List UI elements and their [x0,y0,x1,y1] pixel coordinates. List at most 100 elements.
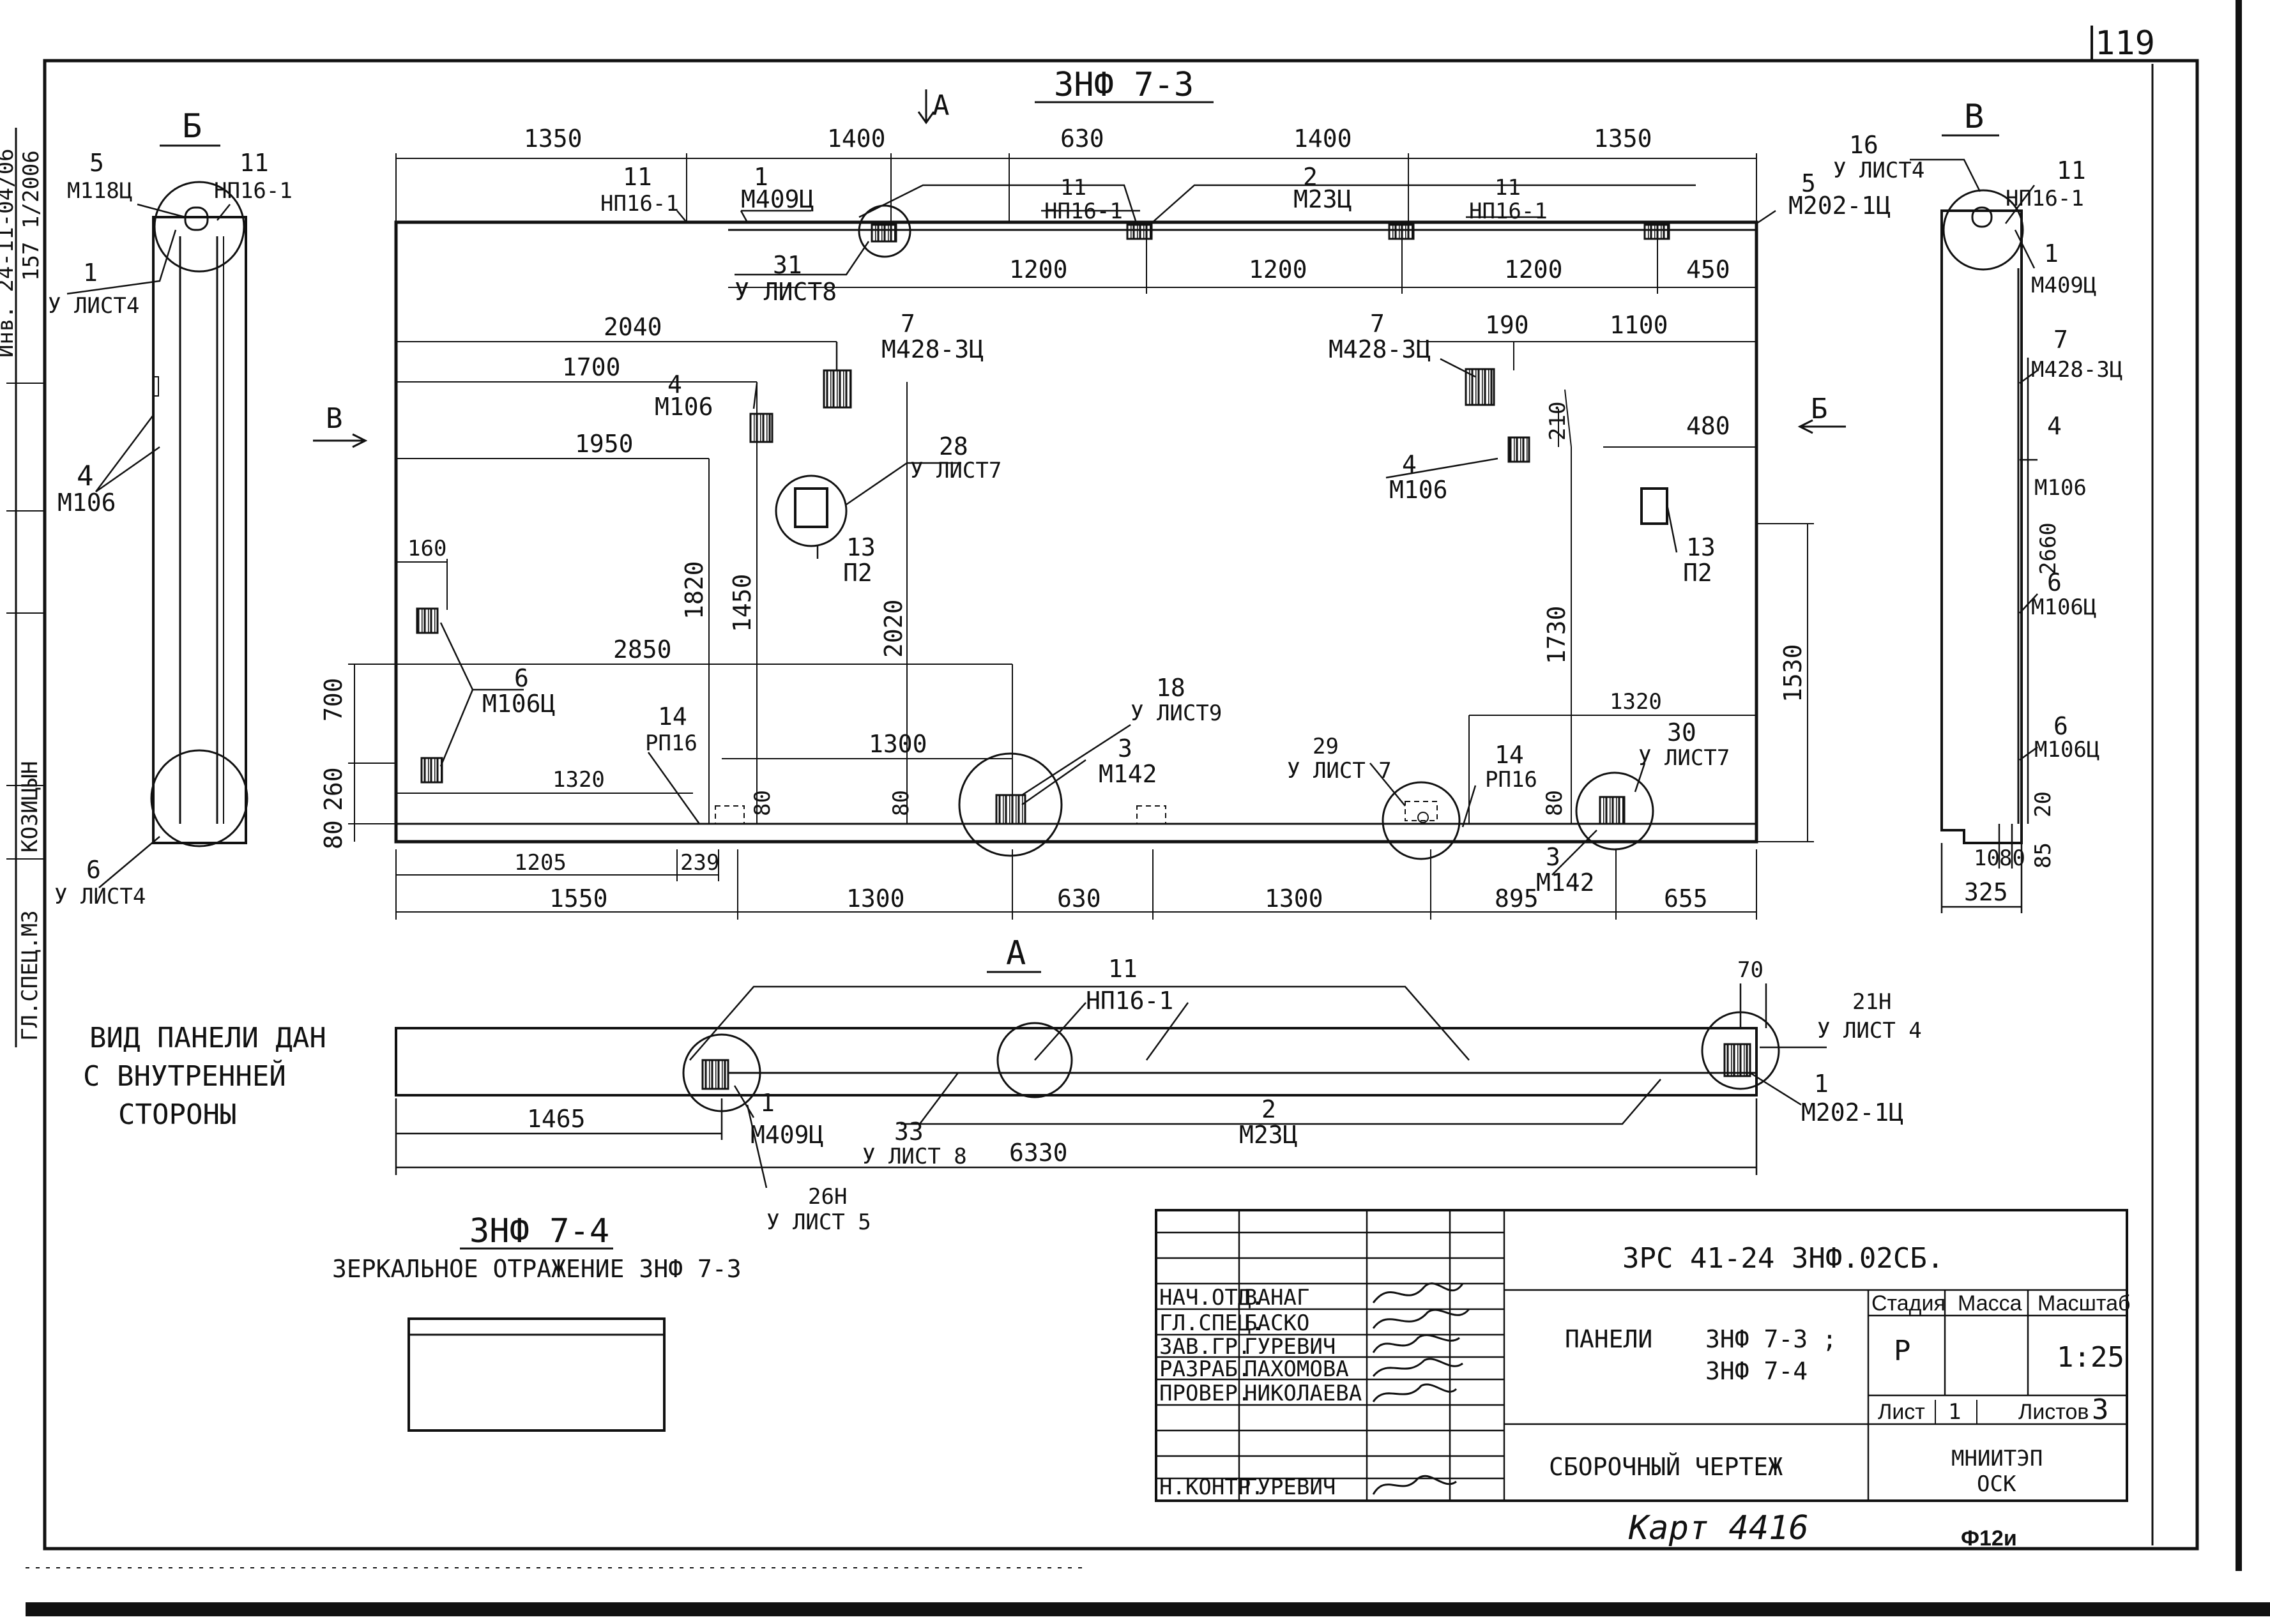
title-block-code: ЗРС 41-24 ЗНФ.02СБ. [1622,1242,1944,1275]
dim-190: 190 [1485,311,1529,339]
bottom-dim-3: 630 [1057,884,1101,913]
view-arrow-b-label: Б [1811,393,1828,425]
role-name: ПАХОМОВА [1244,1356,1349,1382]
callout-mark: НП16-1 [1469,199,1548,224]
dim-2040: 2040 [604,313,662,341]
callout-num: 7 [1370,310,1385,338]
title-block-sheet-num: 1 [1948,1399,1961,1425]
callout-num: 13 [846,533,876,561]
view-a-callout-mark: М409Ц [750,1121,823,1149]
section-b-title: Б [182,107,202,146]
callout-mark: М428-3Ц [1329,335,1431,363]
callout-mark: П2 [1683,559,1712,587]
section-v-callout-num: 16 [1849,131,1878,159]
dim-1320-left: 1320 [552,767,605,793]
callout-num: 6 [514,664,529,692]
section-b-callout-mark: У ЛИСТ4 [48,293,139,319]
callout-mark: М23Ц [1293,185,1352,213]
embed-part [1507,436,1530,463]
dim-v-1820: 1820 [680,561,708,619]
section-v-callout-num: 11 [2057,156,2086,185]
callout-mark: НП16-1 [1044,199,1123,224]
dim-v-1730: 1730 [1543,605,1571,664]
view-a-dim-70: 70 [1737,957,1763,983]
view-a-callout-num: 11 [1108,955,1138,983]
dim-1700: 1700 [562,353,621,381]
note-line-3: СТОРОНЫ [118,1098,236,1131]
format-label: Ф12и [1961,1526,2017,1551]
section-v-callout-mark: М106 [2034,475,2087,501]
bottom-sub-dim-1: 1205 [514,850,567,876]
top-sub-dim-2: 1200 [1249,255,1307,284]
callout-num: 5 [1801,169,1816,197]
dim-1320-right: 1320 [1610,689,1662,715]
callout-mark: М106Ц [482,690,555,718]
bottom-sub-dim-2: 239 [680,850,719,876]
callout-mark: М428-3Ц [881,335,984,363]
section-v-callout-num: 6 [2047,568,2062,596]
section-v-callout-mark: М106Ц [2031,595,2096,620]
embed-part [701,1059,729,1090]
embed-part [1599,796,1626,825]
section-b: Б 5 М118Ц 11 НП16-1 1 У ЛИСТ4 4 М106 6 У… [48,107,293,909]
callout-mark: РП16 [645,731,697,756]
stamp-number: 157 1/2006 [19,150,44,281]
role-label: Н.КОНТР. [1159,1475,1264,1500]
top-sub-dim-4: 450 [1686,255,1730,284]
section-v-dim-85: 85 [2030,842,2056,869]
title-block-col-scale: Масштаб [2038,1291,2130,1316]
view-a-callout-mark: М23Ц [1239,1121,1298,1149]
callout-mark: У ЛИСТ7 [1638,745,1730,771]
top-sub-dim-1: 1200 [1009,255,1068,284]
dim-v-80b: 80 [750,790,775,816]
title-block-scale: 1:25 [2057,1341,2124,1374]
callout-mark: У ЛИСТ8 [735,278,837,306]
bottom-dim-5: 895 [1495,884,1539,913]
role-label: НАЧ.ОТД. [1159,1285,1264,1310]
section-v-callout-num: 6 [2053,712,2068,740]
bottom-dim-2: 1300 [846,884,905,913]
view-a-callout-num: 26Н [808,1184,847,1210]
title-block-name-2: ЗНФ 7-4 [1705,1357,1808,1385]
embed-part [420,757,443,784]
callout-num: 11 [623,163,652,191]
dim-v-80a: 80 [319,820,347,849]
section-v-dim-325: 325 [1964,878,2008,906]
signatures [1372,1282,1470,1495]
title-block-sheets-num: 3 [2092,1393,2109,1426]
section-b-callout-num: 5 [89,149,104,177]
section-v-callout-num: 7 [2053,326,2068,354]
dim-1950: 1950 [575,430,634,458]
callout-num: 2 [1303,163,1318,191]
callout-mark: У ЛИСТ7 [910,458,1002,483]
callout-mark: У ЛИСТ9 [1131,701,1222,726]
title-block-stage: Р [1894,1335,1911,1367]
dim-v-1530: 1530 [1779,644,1807,702]
top-dim-3: 630 [1060,125,1104,153]
callout-num: 3 [1546,843,1560,871]
role-label: ПРОВЕР. [1159,1381,1251,1406]
title-block-doc-type: СБОРОЧНЫЙ ЧЕРТЕЖ [1549,1453,1783,1481]
callout-num: 30 [1667,718,1696,747]
callout-num: 29 [1313,734,1339,759]
view-a-callout-mark: М202-1Ц [1801,1098,1903,1127]
callout-num: 31 [773,251,802,279]
callout-num: 13 [1686,533,1716,561]
top-sub-dim-3: 1200 [1504,255,1563,284]
callout-num: 11 [1495,175,1521,201]
sheet-frame [26,0,2270,1616]
callout-mark: М106 [1389,476,1448,504]
stamp-role: ГЛ.СПЕЦ.МЗ [17,910,43,1041]
callout-num: 18 [1156,674,1185,702]
section-v-dim-80: 80 [1999,846,2025,871]
section-b-callout-mark: М106 [57,489,116,517]
bottom-dim-6: 655 [1664,884,1708,913]
view-a-callout-mark: У ЛИСТ 8 [862,1144,967,1169]
view-a-dim-1465: 1465 [527,1105,586,1133]
section-v-dim-2660: 2660 [2036,522,2061,575]
top-dim-1: 1350 [524,125,583,153]
stamp-name: КОЗИЦЫН [17,761,43,853]
bottom-dim-1: 1550 [549,884,608,913]
dim-2850: 2850 [613,635,672,664]
view-arrow-v-label: В [326,402,343,435]
